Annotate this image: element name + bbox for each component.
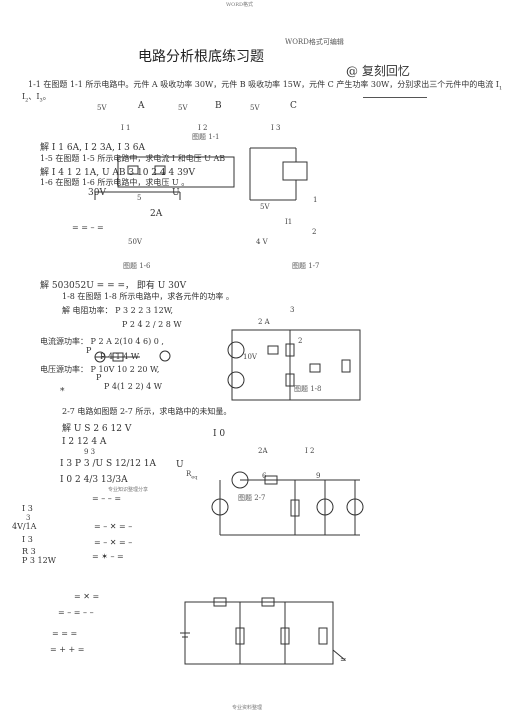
bottom-eq-a: = ✕ = bbox=[74, 592, 100, 601]
fig-1-6-a2: 2A bbox=[150, 209, 163, 219]
fig-1-6-v5: 5V bbox=[260, 203, 270, 211]
fig-1-8-v10: 10V bbox=[243, 353, 257, 361]
fig-1-1-i1: I 1 bbox=[121, 124, 131, 132]
problem-1-8-source-i: 电流源功率： P 2 A 2(10 4 6) 0 , bbox=[40, 337, 164, 346]
bottom-circuit bbox=[180, 598, 345, 664]
fig-1-1-i2: I 2 bbox=[198, 124, 208, 132]
problem-2-7-sol-r: Req bbox=[186, 470, 198, 481]
problem-2-7-left-5: R 3 bbox=[22, 547, 36, 556]
problem-2-7-sol-i3: I 3 P 3 /U S 12/12 1A bbox=[60, 459, 157, 469]
fig-1-6-five: 5 bbox=[137, 194, 142, 202]
problem-2-7-statement: 2-7 电路如图题 2-7 所示，求电路中的未知量。 bbox=[62, 407, 232, 416]
fig-1-1-elem-c: C bbox=[290, 101, 297, 111]
fig-2-7-nine: 9 bbox=[316, 472, 321, 480]
problem-2-7-left-6: P 3 12W bbox=[22, 556, 56, 565]
problem-1-8-power-line2: P 2 4 2 / 2 8 W bbox=[122, 320, 182, 329]
problem-2-7-left-4: I 3 bbox=[22, 535, 33, 544]
fig-2-7-caption: 图题 2-7 bbox=[238, 494, 266, 502]
fig-1-1-elem-a: A bbox=[138, 101, 145, 111]
top-mark: WORD格式 bbox=[226, 2, 254, 8]
problem-1-8-source-v-line2: P 4(1 2 2) 4 W bbox=[104, 382, 163, 391]
page-footer: 专业资料整理 bbox=[232, 705, 263, 711]
fig-1-6-v30: 30V bbox=[88, 188, 106, 198]
fig-1-1-i3: I 3 bbox=[271, 124, 281, 132]
problem-1-1-solution: 解 I 1 6A, I 2 3A, I 3 6A bbox=[40, 143, 145, 153]
problem-2-7-sol-1: 解 U S 2 6 12 V bbox=[62, 424, 132, 434]
underline-decoration bbox=[363, 97, 427, 98]
bottom-eq-c: = = = bbox=[52, 629, 78, 638]
fig-1-6-v4: 4 V bbox=[256, 238, 268, 246]
problem-2-7-sol-u: U bbox=[176, 460, 184, 470]
fig-1-6-caption: 图题 1-6 bbox=[123, 262, 151, 270]
fig-1-1-caption: 图题 1-1 bbox=[192, 133, 220, 141]
problem-2-7-eqs-2: = – ✕ = – bbox=[94, 522, 133, 531]
problem-1-6-solution: 解 503052U = = =， 即有 U 30V bbox=[40, 281, 187, 291]
problem-1-8-p-mark-1: P bbox=[86, 346, 92, 355]
problem-2-7-left-2: 3 bbox=[26, 514, 31, 522]
fig-1-1-v3: 5V bbox=[250, 104, 260, 112]
problem-1-5-statement: 1-5 在图题 1-5 所示电路中，求电流 I 和电压 U AB bbox=[40, 154, 226, 163]
problem-1-1-statement-cont: I2、I3。 bbox=[22, 92, 51, 104]
fig-1-1-v2: 5V bbox=[178, 104, 188, 112]
problem-1-1-statement: 1-1 在图题 1-1 所示电路中。元件 A 吸收功率 30W，元件 B 吸收功… bbox=[28, 80, 503, 92]
problem-1-8-source-v: 电压源功率： P 10V 10 2 20 W, bbox=[40, 365, 160, 374]
problem-2-7-sol-i2: I 2 12 4 A bbox=[62, 437, 107, 447]
fig-1-7-caption: 图题 1-7 bbox=[292, 262, 320, 270]
fig-1-6-one: 1 bbox=[313, 196, 318, 204]
fig-1-6-v50: 50V bbox=[128, 238, 142, 246]
bottom-eq-d: = + + = bbox=[50, 645, 85, 654]
bottom-eq-b: = – = – – bbox=[58, 608, 94, 617]
problem-1-8-power-line1: 解 电阻功率： P 3 2 2 3 12W, bbox=[62, 306, 174, 315]
problem-2-7-eqs-1: = – – = bbox=[92, 494, 122, 503]
bottom-eq-right: = bbox=[340, 655, 347, 664]
fig-1-8-caption: 图题 1-8 bbox=[294, 385, 322, 393]
problem-1-8-statement: 1-8 在图题 1-8 所示电路中，求各元件的功率 。 bbox=[62, 292, 234, 301]
edit-note: WORD格式可编辑 bbox=[285, 38, 344, 46]
problem-1-8-p-mark-2: P bbox=[96, 373, 102, 382]
problem-2-7-sol-93: 9 3 bbox=[84, 448, 96, 456]
problem-1-6-statement: 1-6 在图题 1-6 所示电路中，求电压 U 。 bbox=[40, 178, 190, 187]
fig-1-8-three: 3 bbox=[290, 306, 295, 314]
fig-1-8-a2: 2 A bbox=[258, 318, 270, 326]
fig-2-7-i2: I 2 bbox=[305, 447, 315, 455]
fig-1-6-i1: I1 bbox=[285, 218, 293, 226]
fig-1-6-eq-line: = = – = bbox=[72, 223, 104, 232]
fig-2-7-six: 6 bbox=[262, 472, 267, 480]
problem-2-7-left-3: 4V/1A bbox=[12, 522, 37, 531]
fig-1-1-elem-b: B bbox=[215, 101, 222, 111]
fig-1-6-u: U bbox=[172, 188, 180, 198]
problem-2-7-eqs-3: = – ✕ = – bbox=[94, 538, 133, 547]
problem-2-7-left-1: I 3 bbox=[22, 504, 33, 513]
problem-2-7-sol-i0: I 0 bbox=[213, 429, 226, 439]
fig-1-1-v1: 5V bbox=[97, 104, 107, 112]
fig-2-7-circuit bbox=[212, 472, 363, 535]
share-note: 专业知识整理分享 bbox=[108, 487, 149, 493]
fig-1-8-two: 2 bbox=[298, 337, 303, 345]
problem-1-8-star: * bbox=[60, 387, 65, 397]
problem-2-7-eqs-4: = ✶ – = bbox=[92, 552, 124, 561]
problem-1-8-source-i-line2: P 4 1 4 W bbox=[100, 352, 140, 361]
fig-1-6-two: 2 bbox=[312, 228, 317, 236]
fig-2-7-a2: 2A bbox=[258, 447, 268, 455]
problem-2-7-sol-i0-line: I 0 2 4/3 13/3A bbox=[60, 475, 128, 485]
page-title: 电路分析根底练习题 bbox=[138, 49, 264, 65]
page-subtitle: @ 复刻回忆 bbox=[346, 64, 410, 78]
